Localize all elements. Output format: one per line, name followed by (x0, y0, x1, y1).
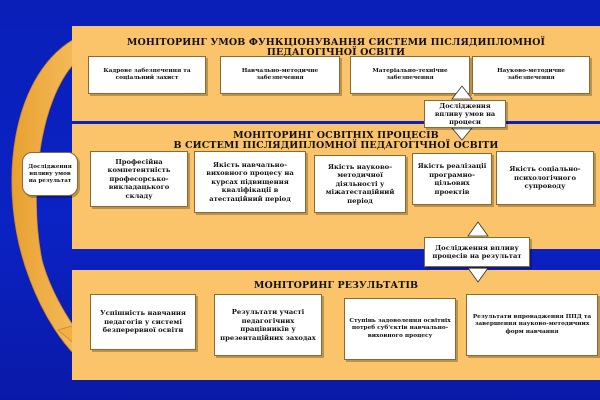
results-monitoring-panel: МОНІТОРИНГ РЕЗУЛЬТАТІВ Успішність навчан… (72, 270, 600, 380)
implementation-results-box: Результати впровадження ППД та завершенн… (466, 294, 598, 356)
processes-title-line-1: МОНІТОРИНГ ОСВІТНІХ ПРОЦЕСІВ (233, 130, 439, 141)
projects-quality-box: Якість реалізації програмно-цільових про… (412, 153, 492, 205)
presentation-results-box: Результати участі педагогічних працівник… (214, 294, 322, 356)
staff-competence-box: Професійна компетентність професорсько-в… (90, 151, 188, 207)
psych-support-box: Якість соціально-психологічного супровод… (496, 151, 594, 205)
material-technical-box: Матеріально-технічне забезпечення (350, 56, 470, 94)
processes-monitoring-panel: МОНІТОРИНГ ОСВІТНІХ ПРОЦЕСІВ В СИСТЕМІ П… (72, 124, 600, 249)
processes-title-line-2: В СИСТЕМІ ПІСЛЯДИПЛОМНОЇ ПЕДАГОГІЧНОЇ ОС… (173, 140, 499, 151)
teaching-methods-box: Навчально-методичне забезпечення (220, 56, 340, 94)
results-panel-title: МОНІТОРИНГ РЕЗУЛЬТАТІВ (253, 280, 419, 291)
learning-success-box: Успішність навчання педагогів у системі … (90, 294, 196, 350)
scientific-methods-box: Науково-методичне забезпечення (472, 56, 590, 94)
scientific-activity-box: Якість науково-методичної діяльності у м… (314, 155, 406, 213)
conditions-title-line-1: МОНІТОРИНГ УМОВ ФУНКЦІОНУВАННЯ СИСТЕМИ П… (126, 37, 546, 48)
conditions-monitoring-panel: МОНІТОРИНГ УМОВ ФУНКЦІОНУВАННЯ СИСТЕМИ П… (72, 26, 600, 121)
staffing-box: Кадрове забезпечення та соціальний захис… (88, 56, 206, 94)
conditions-panel-title: МОНІТОРИНГ УМОВ ФУНКЦІОНУВАННЯ СИСТЕМИ П… (72, 38, 600, 58)
conditions-results-bubble: Дослідження впливу умов на результат (22, 152, 78, 196)
conditions-processes-connector: Дослідження впливу умов на процеси (424, 100, 506, 128)
training-quality-box: Якість навчально-виховного процесу на ку… (194, 151, 306, 213)
satisfaction-box: Ступінь задоволення освітніх потреб суб'… (344, 298, 456, 360)
conditions-title-line-2: ПЕДАГОГІЧНОЇ ОСВІТИ (266, 47, 406, 58)
processes-results-connector: Дослідження впливу процесів на результат (424, 237, 530, 267)
processes-panel-title: МОНІТОРИНГ ОСВІТНІХ ПРОЦЕСІВ В СИСТЕМІ П… (72, 131, 600, 151)
